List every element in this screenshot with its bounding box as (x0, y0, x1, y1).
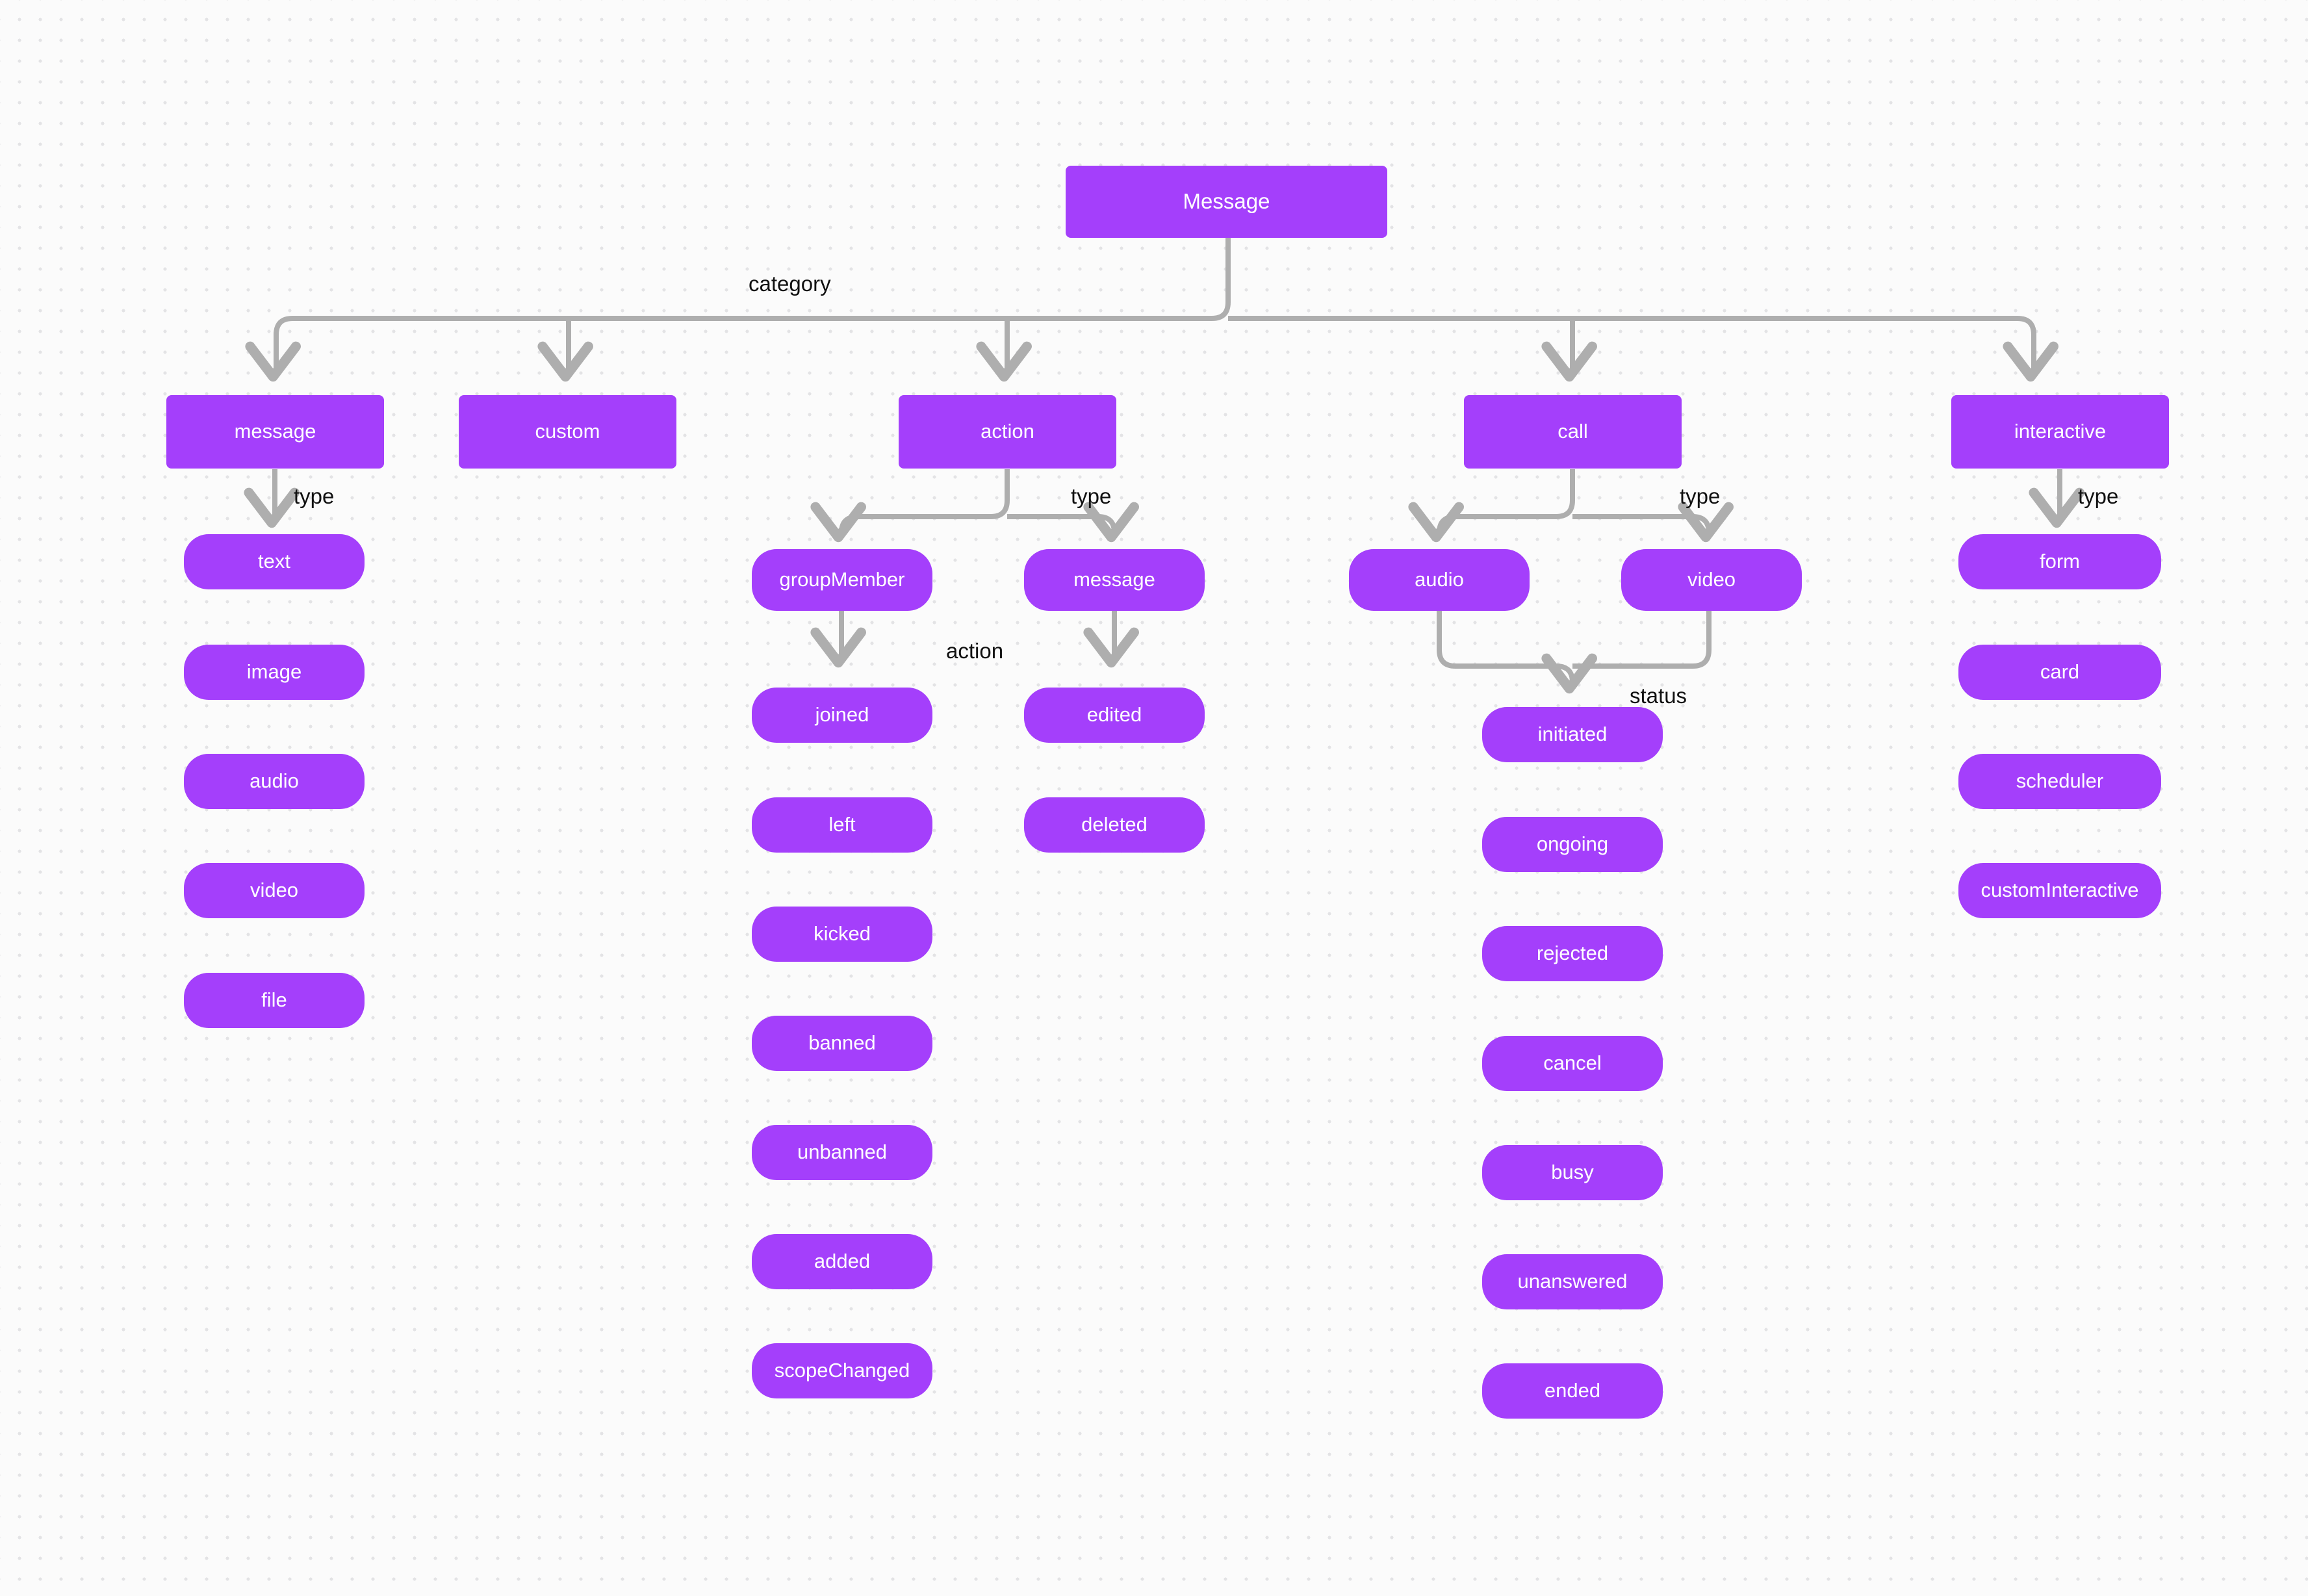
node-label: unanswered (1517, 1270, 1628, 1293)
node-label: edited (1086, 703, 1142, 727)
node-category-interactive[interactable]: interactive (1951, 395, 2169, 469)
edge-label-action-type: type (1071, 484, 1112, 508)
node-label: form (2040, 550, 2080, 573)
node-label: image (246, 660, 302, 684)
node-label: kicked (814, 922, 871, 946)
node-label: banned (808, 1031, 876, 1055)
node-call-status-initiated[interactable]: initiated (1482, 707, 1663, 762)
node-label: groupMember (779, 568, 905, 591)
node-label: busy (1551, 1161, 1594, 1184)
node-label: deleted (1081, 813, 1148, 836)
node-label: scheduler (2016, 769, 2104, 793)
node-label: custom (535, 420, 600, 443)
node-label: video (250, 879, 299, 902)
node-label: cancel (1543, 1051, 1602, 1075)
node-category-custom[interactable]: custom (459, 395, 676, 469)
node-groupmember-action-banned[interactable]: banned (752, 1016, 932, 1071)
node-message-type-image[interactable]: image (184, 645, 365, 700)
node-label: file (261, 988, 287, 1012)
node-label: joined (815, 703, 869, 727)
edge-label-interactive-type: type (2078, 484, 2119, 508)
node-interactive-type-scheduler[interactable]: scheduler (1958, 754, 2161, 809)
node-label: rejected (1536, 942, 1609, 965)
node-interactive-type-custominteractive[interactable]: customInteractive (1958, 863, 2161, 918)
edge-label-call-status: status (1630, 684, 1687, 708)
edge-label-action-action: action (946, 639, 1004, 663)
node-call-type-audio[interactable]: audio (1349, 549, 1530, 611)
node-call-status-unanswered[interactable]: unanswered (1482, 1254, 1663, 1309)
node-action-type-groupmember[interactable]: groupMember (752, 549, 932, 611)
node-category-call[interactable]: call (1464, 395, 1682, 469)
node-action-type-message[interactable]: message (1024, 549, 1205, 611)
node-label: added (814, 1250, 871, 1273)
edge-label-message-type: type (294, 484, 335, 508)
node-label: ongoing (1536, 832, 1609, 856)
node-label: card (2040, 660, 2080, 684)
node-label: left (828, 813, 856, 836)
node-groupmember-action-kicked[interactable]: kicked (752, 907, 932, 962)
node-label: message (1073, 568, 1155, 591)
node-groupmember-action-scopechanged[interactable]: scopeChanged (752, 1343, 932, 1398)
node-label: scopeChanged (774, 1359, 910, 1382)
node-interactive-type-card[interactable]: card (1958, 645, 2161, 700)
node-message-type-audio[interactable]: audio (184, 754, 365, 809)
node-message-type-text[interactable]: text (184, 534, 365, 589)
node-label: action (981, 420, 1034, 443)
node-label: unbanned (797, 1140, 887, 1164)
node-message-type-video[interactable]: video (184, 863, 365, 918)
node-root-message[interactable]: Message (1066, 166, 1387, 238)
node-interactive-type-form[interactable]: form (1958, 534, 2161, 589)
node-label: Message (1183, 189, 1270, 214)
node-label: initiated (1537, 723, 1608, 746)
node-message-action-deleted[interactable]: deleted (1024, 797, 1205, 853)
edge-label-category: category (749, 272, 831, 296)
node-label: customInteractive (1981, 879, 2139, 902)
node-label: ended (1544, 1379, 1601, 1402)
node-groupmember-action-unbanned[interactable]: unbanned (752, 1125, 932, 1180)
node-call-status-ended[interactable]: ended (1482, 1363, 1663, 1419)
node-call-status-ongoing[interactable]: ongoing (1482, 817, 1663, 872)
node-groupmember-action-left[interactable]: left (752, 797, 932, 853)
node-category-message[interactable]: message (166, 395, 384, 469)
node-message-action-edited[interactable]: edited (1024, 688, 1205, 743)
node-category-action[interactable]: action (899, 395, 1116, 469)
node-call-status-cancel[interactable]: cancel (1482, 1036, 1663, 1091)
node-label: audio (250, 769, 299, 793)
node-label: call (1558, 420, 1588, 443)
node-call-status-rejected[interactable]: rejected (1482, 926, 1663, 981)
node-label: audio (1415, 568, 1464, 591)
node-groupmember-action-joined[interactable]: joined (752, 688, 932, 743)
node-groupmember-action-added[interactable]: added (752, 1234, 932, 1289)
node-call-status-busy[interactable]: busy (1482, 1145, 1663, 1200)
edge-label-call-type: type (1680, 484, 1721, 508)
node-label: interactive (2014, 420, 2107, 443)
node-label: text (258, 550, 290, 573)
node-label: message (234, 420, 316, 443)
node-call-type-video[interactable]: video (1621, 549, 1802, 611)
node-label: video (1687, 568, 1736, 591)
node-message-type-file[interactable]: file (184, 973, 365, 1028)
